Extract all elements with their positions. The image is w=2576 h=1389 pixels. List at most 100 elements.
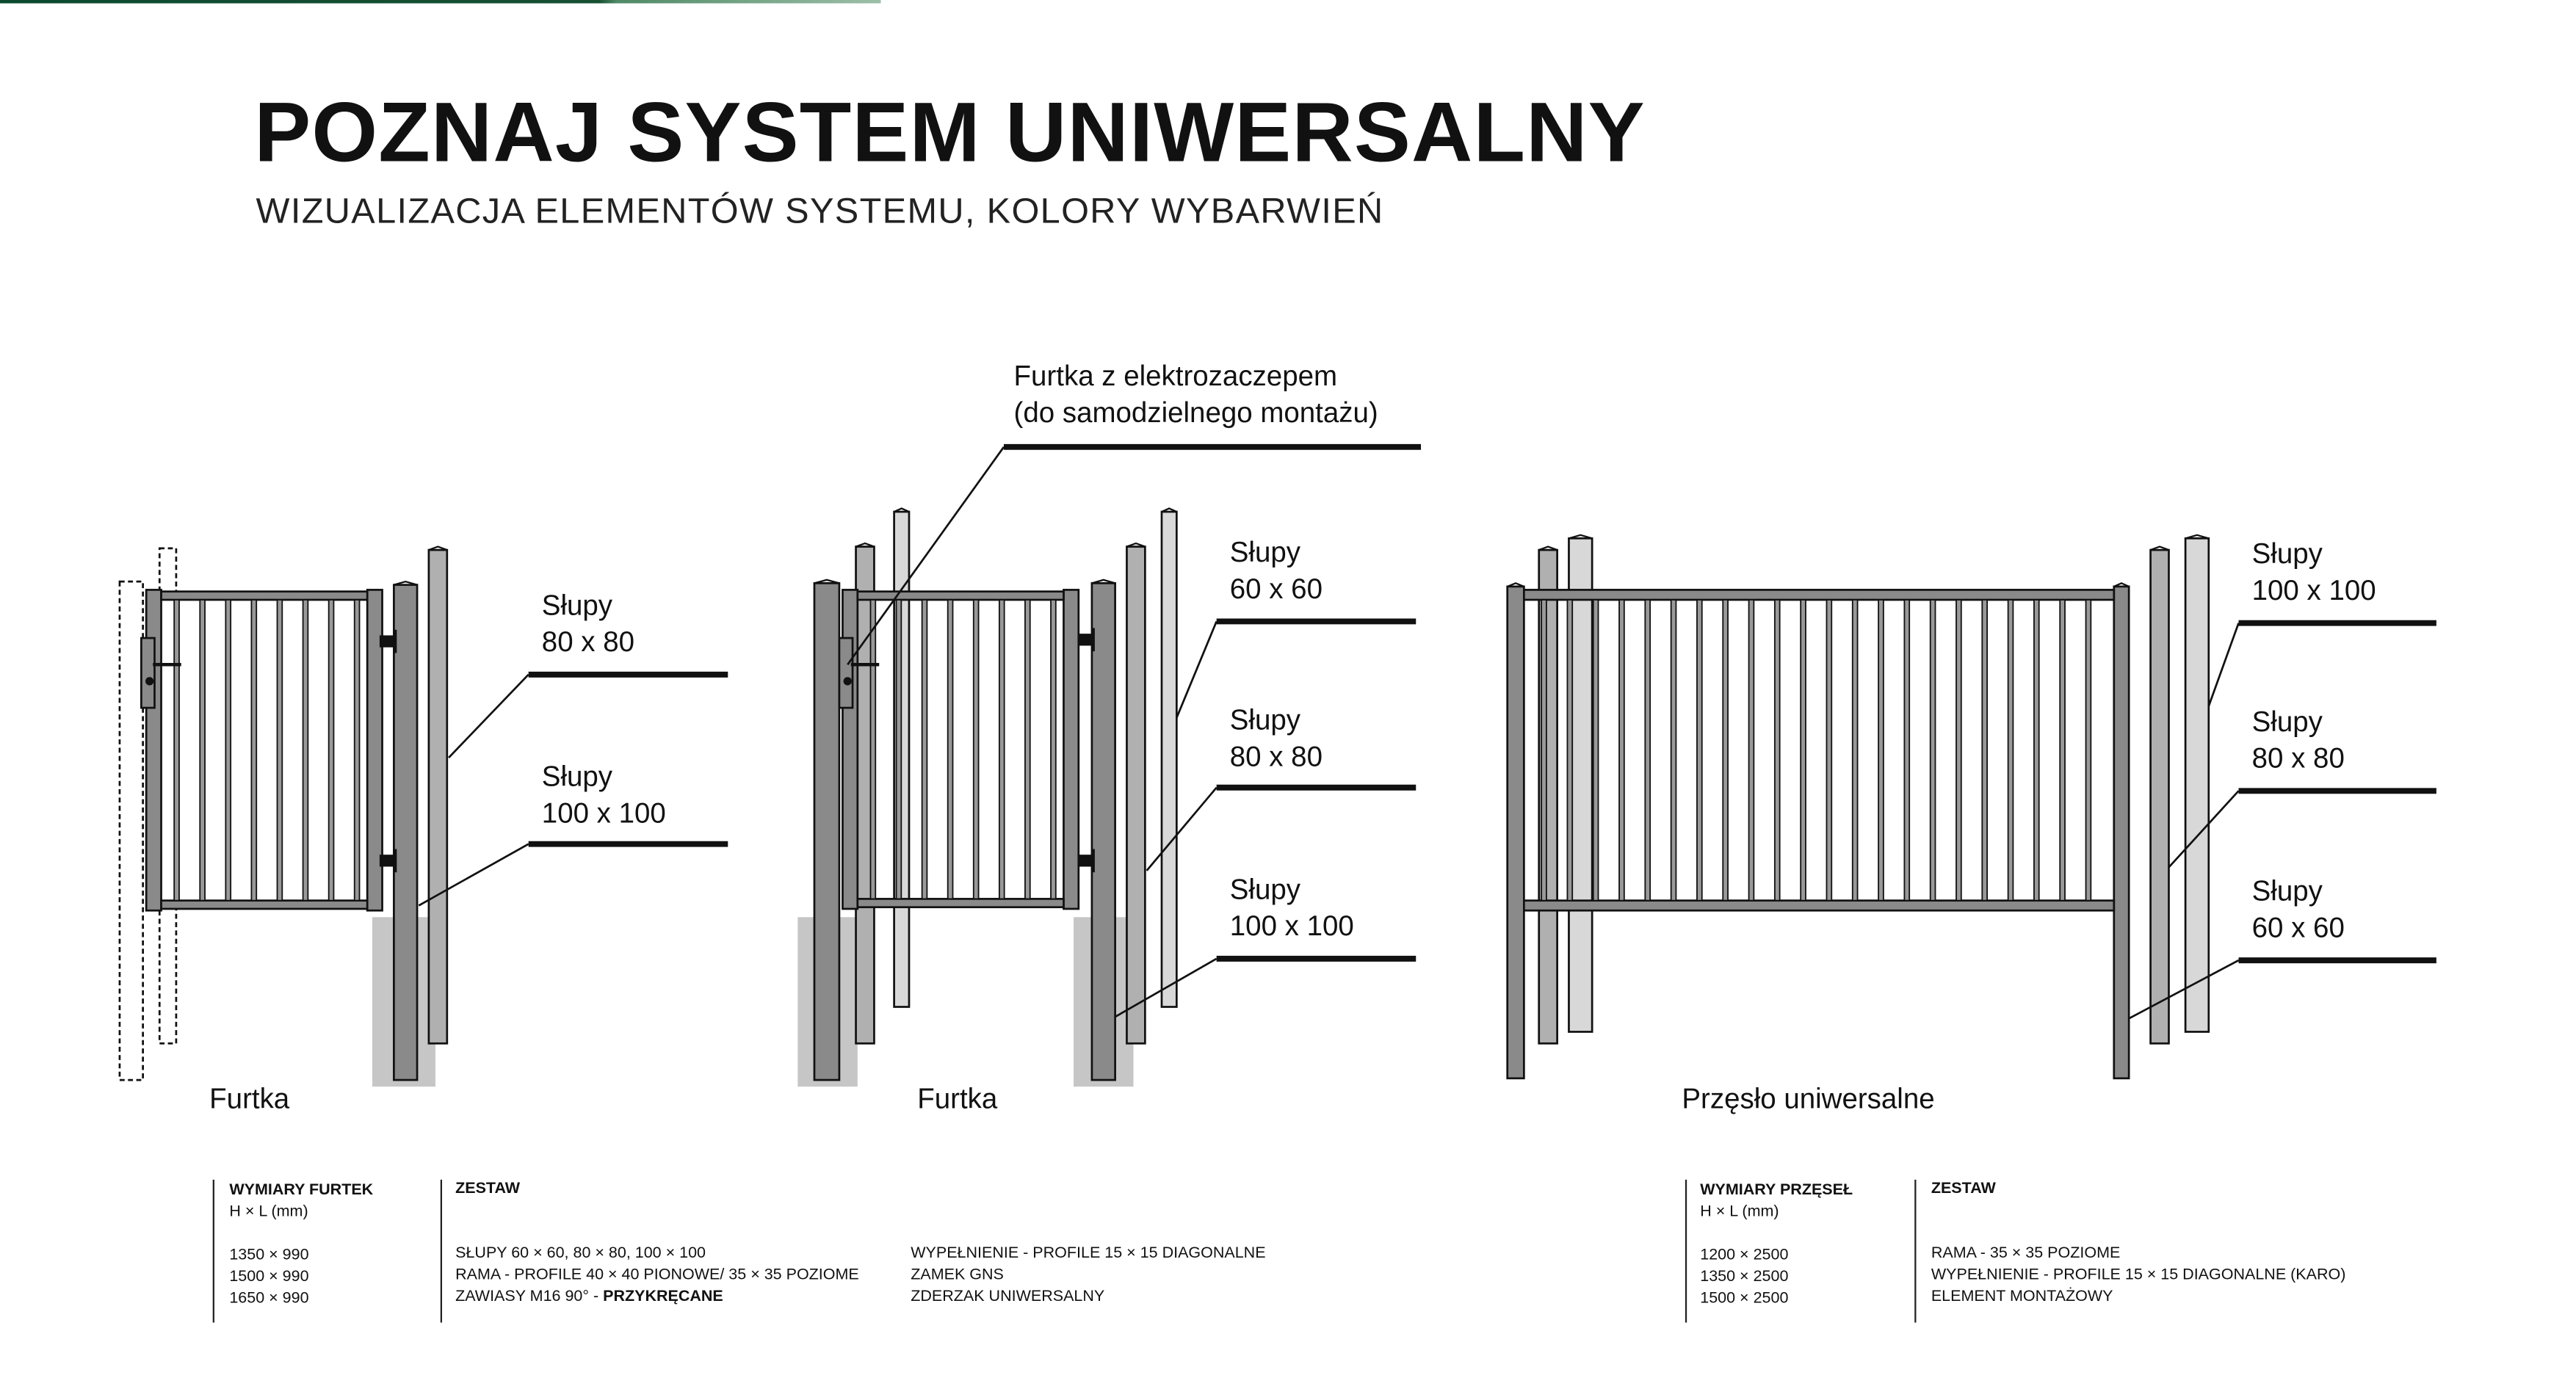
gate2-picket xyxy=(1024,599,1031,900)
post-80 xyxy=(2149,548,2170,1045)
gate2-caption: Furtka xyxy=(917,1083,998,1115)
gate1-picket xyxy=(302,599,309,902)
hinge-icon xyxy=(379,855,397,867)
panel-picket xyxy=(1644,599,1651,902)
latch-lock xyxy=(843,677,852,686)
gate1-80-leader xyxy=(448,673,529,758)
gate2-picket xyxy=(1050,599,1057,900)
post-80-cap xyxy=(428,545,448,551)
post-80-cap xyxy=(1538,545,1558,551)
panel-picket xyxy=(2033,599,2040,902)
gate2-top-rail xyxy=(856,590,1065,601)
gate2-picket xyxy=(895,599,902,900)
panel-picket xyxy=(1851,599,1859,902)
gate2-picket xyxy=(947,599,954,900)
post-100-cap xyxy=(1569,534,1593,540)
gate2-picket xyxy=(869,599,877,900)
panel-top-rail xyxy=(1522,589,2116,601)
gate2-picket xyxy=(921,599,928,900)
gate1-picket xyxy=(328,599,335,902)
panel-picket xyxy=(2085,599,2092,902)
post-60-cap xyxy=(2113,582,2130,587)
divider xyxy=(1914,1179,1917,1323)
post-100 xyxy=(1090,582,1116,1081)
divider xyxy=(440,1179,443,1323)
latch-icon xyxy=(140,637,156,709)
post-60-cap xyxy=(894,507,910,513)
gate2-right-stile xyxy=(1063,589,1080,910)
page-title: POZNAJ SYSTEM UNIWERSALNY xyxy=(254,84,1646,180)
panel-picket xyxy=(1826,599,1833,902)
panel-picket xyxy=(1903,599,1911,902)
gate2-note-leader xyxy=(847,446,1005,666)
panel-picket xyxy=(1618,599,1625,902)
gate-set: ZESTAW SŁUPY 60 × 60, 80 × 80, 100 × 100… xyxy=(455,1179,859,1306)
brand-top-bar xyxy=(0,0,881,4)
panel-caption: Przęsło uniwersalne xyxy=(1682,1083,1935,1115)
panel-picket xyxy=(1878,599,1884,902)
post-60-cap xyxy=(1161,507,1177,513)
post-80-cap xyxy=(1126,542,1146,548)
latch-icon xyxy=(838,637,854,709)
post-100 xyxy=(2184,537,2210,1033)
panel-picket xyxy=(1929,599,1936,902)
panel-picket xyxy=(1800,599,1806,902)
latch-lock xyxy=(145,677,154,686)
gate2-bottom-rail xyxy=(856,898,1065,909)
post-80 xyxy=(427,548,449,1045)
post-60 xyxy=(2113,585,2130,1080)
panel-picket xyxy=(1566,599,1574,902)
panel-100-leader xyxy=(2207,623,2240,707)
page-subtitle: WIZUALIZACJA ELEMENTÓW SYSTEMU, KOLORY W… xyxy=(256,191,1384,231)
panel-picket xyxy=(1541,599,1547,902)
post-100 xyxy=(393,584,419,1081)
gate2-80-leader xyxy=(1146,786,1218,871)
panel-picket xyxy=(2059,599,2066,902)
gate2-60-leader xyxy=(1176,620,1218,719)
gate1-right-stile xyxy=(366,589,383,912)
gate1-picket xyxy=(276,599,283,902)
gate1-picket xyxy=(250,599,258,902)
panel-picket xyxy=(1748,599,1755,902)
divider xyxy=(212,1179,214,1323)
post-80-cap xyxy=(2150,545,2169,551)
panel-bottom-rail xyxy=(1522,899,2116,912)
post-80 xyxy=(1126,545,1146,1045)
gate1-caption: Furtka xyxy=(209,1083,290,1115)
gate2-note: Furtka z elektrozaczepem(do samodzielneg… xyxy=(1013,360,1378,429)
gate2-100-leader xyxy=(1114,957,1218,1018)
gate2-picket xyxy=(998,599,1005,900)
gate1-bottom-rail xyxy=(160,899,369,910)
panel-80-leader xyxy=(2168,790,2240,868)
hinge-icon xyxy=(379,635,397,648)
gate1-picket xyxy=(173,599,180,902)
post-60 xyxy=(1506,585,1525,1080)
post-60 xyxy=(1160,510,1178,1008)
gate1-top-rail xyxy=(160,590,369,601)
post-80-cap xyxy=(855,542,875,548)
panel-picket xyxy=(1670,599,1677,902)
hinge-icon xyxy=(1077,855,1095,867)
gate-set-col2: WYPEŁNIENIE - PROFILE 15 × 15 DIAGONALNE… xyxy=(911,1244,1266,1306)
panel-picket xyxy=(1773,599,1781,902)
gate1-picket xyxy=(225,599,232,902)
panel-picket xyxy=(1981,599,1989,902)
post-100 xyxy=(813,582,841,1081)
gate1-picket xyxy=(353,599,361,902)
gate2-picket xyxy=(972,599,980,900)
divider xyxy=(1685,1179,1687,1323)
post-100-cap xyxy=(814,579,840,584)
panel-picket xyxy=(1722,599,1729,902)
post-60-cap xyxy=(1507,582,1524,587)
